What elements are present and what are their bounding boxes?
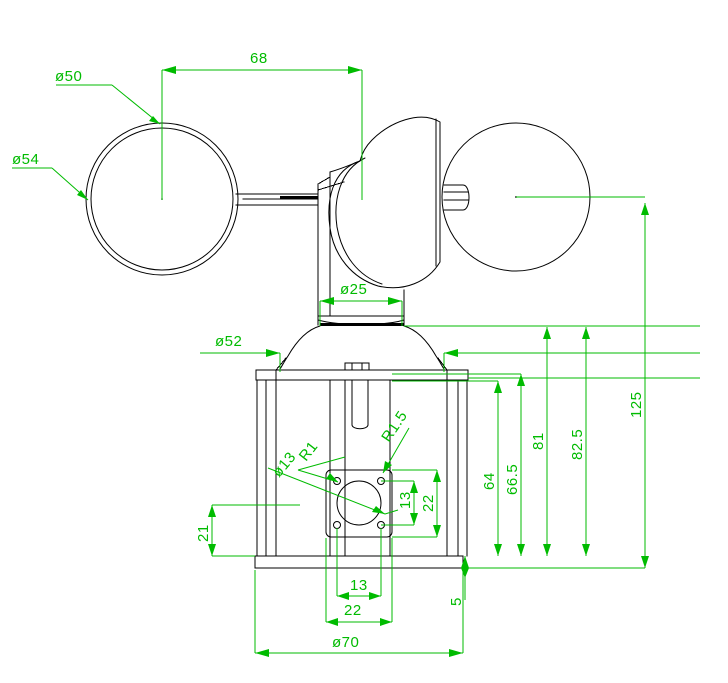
- dimension-label: 64: [481, 472, 498, 490]
- dimension-d-825: 82.5: [569, 327, 590, 556]
- dimension-d-r1: R1: [296, 438, 346, 483]
- dimension-d-25: ø25: [319, 281, 403, 326]
- dimension-d-70: ø70: [254, 570, 464, 657]
- middle-cup: [328, 116, 441, 289]
- dimension-d-125: 125: [463, 196, 649, 569]
- dimension-label: 13: [350, 577, 368, 594]
- dimension-d-21: 21: [195, 504, 300, 557]
- dimension-d-13dia: ø13: [267, 449, 399, 515]
- dimension-d-52: ø52: [200, 333, 700, 372]
- dimension-label: 21: [195, 524, 212, 542]
- dimension-label: 68: [250, 50, 268, 67]
- dimension-label: 13: [397, 491, 414, 509]
- dimension-label: 81: [530, 432, 547, 450]
- dimension-label: ø25: [340, 281, 367, 298]
- dimension-d-64: 64: [392, 380, 502, 556]
- dimension-d-13v: 13: [381, 480, 418, 526]
- dimension-d-81: 81: [530, 327, 551, 556]
- dimension-annotations: ø50 ø54 68: [12, 50, 700, 657]
- dimension-label: R1: [296, 438, 322, 464]
- dimension-d-5: 5: [448, 556, 469, 606]
- dimension-label: ø70: [332, 634, 359, 651]
- dimension-label: 22: [420, 494, 437, 512]
- dimension-label: ø52: [215, 333, 242, 350]
- dimension-d-665: 66.5: [392, 373, 525, 556]
- dimension-label: ø50: [55, 68, 82, 85]
- dimension-d-22v: 22: [392, 469, 441, 538]
- base-plate: [254, 555, 464, 569]
- housing-dome: [279, 323, 445, 370]
- housing-body: [255, 357, 469, 557]
- dimension-label: 22: [344, 602, 362, 619]
- dimension-label: 66.5: [504, 464, 521, 495]
- dimension-label: 125: [628, 391, 645, 418]
- part-geometry: [85, 116, 591, 569]
- dimension-label: 5: [448, 597, 465, 606]
- dimension-label: ø54: [12, 151, 39, 168]
- dimension-label: 82.5: [569, 429, 586, 460]
- center-bolt: [351, 379, 369, 430]
- dimension-d-r15: R1.5: [378, 408, 411, 474]
- dimension-d-50: ø50: [55, 68, 161, 125]
- dimension-d-68: 68: [161, 50, 363, 200]
- dimension-label: R1.5: [378, 408, 411, 445]
- dimension-extension-dome: [404, 325, 700, 379]
- dimension-d-54: ø54: [12, 151, 89, 201]
- dimension-d-13h: 13: [336, 528, 382, 600]
- dimension-d-22h: 22: [325, 538, 393, 626]
- rotor-arm-left: [235, 193, 319, 206]
